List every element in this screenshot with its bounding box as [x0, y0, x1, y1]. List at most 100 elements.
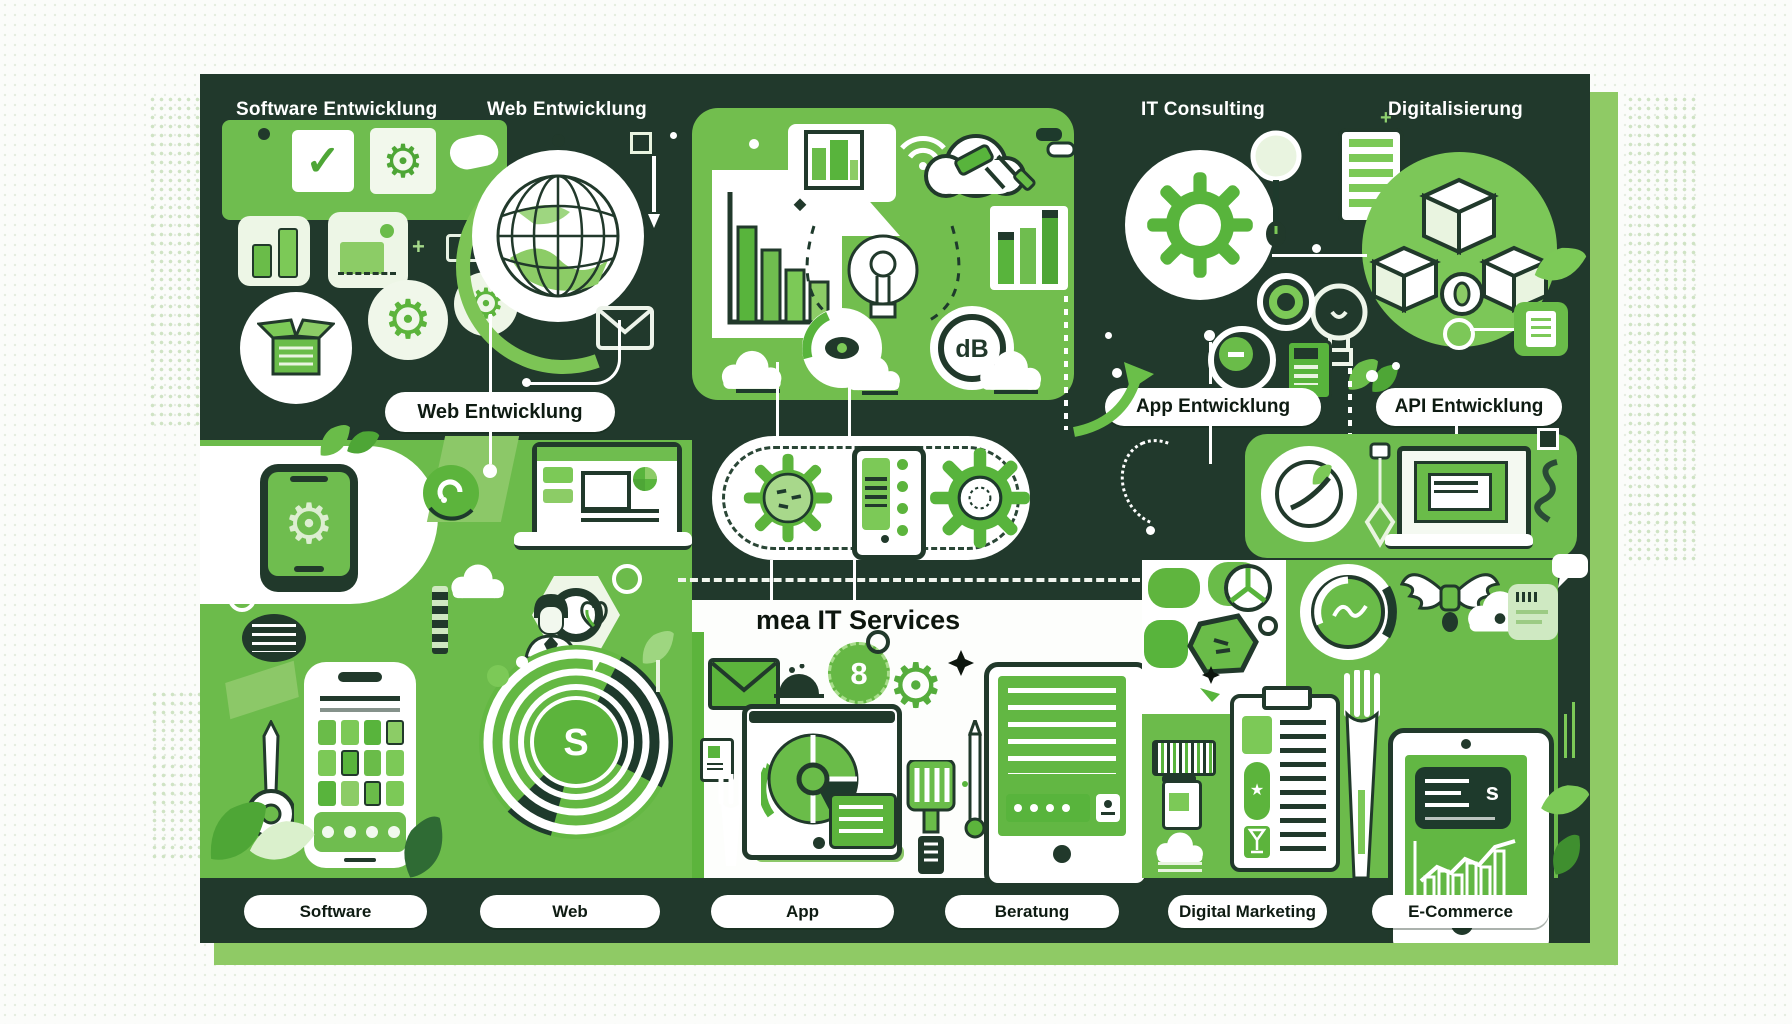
globe-circle — [472, 150, 644, 322]
pixel-line — [1516, 610, 1548, 614]
squiggle-icon — [1534, 459, 1558, 523]
tablet-dot — [897, 525, 908, 536]
checklist-clipboard: ★ — [1230, 686, 1340, 872]
connector-ring — [1443, 318, 1475, 350]
open-box-icon — [257, 318, 335, 376]
gear-circle-1: ⚙ — [368, 280, 448, 360]
green-line-deco — [1564, 714, 1567, 758]
chart-axis — [338, 272, 396, 275]
compass-plate — [1261, 446, 1357, 542]
gear-icon: ⚙ — [383, 290, 433, 350]
star-capsule: ★ — [1244, 762, 1270, 820]
tablet-home — [881, 535, 889, 543]
app-icon — [340, 780, 359, 806]
section-pill-web-entwicklung: Web Entwicklung — [385, 392, 615, 432]
gear-icon-right — [930, 448, 1030, 548]
bar — [278, 228, 298, 278]
tablet-dot — [897, 459, 908, 470]
goblet-icon — [1247, 828, 1267, 854]
pie-tablet-group — [736, 704, 906, 868]
connector-dot — [522, 378, 531, 387]
doc-mini-panel — [1096, 794, 1120, 822]
chart-dot — [380, 224, 394, 238]
barcode-tile — [1152, 740, 1216, 776]
drop-line — [489, 314, 492, 464]
bottom-pill-digital-marketing: Digital Marketing — [1168, 895, 1327, 928]
deco-dot — [670, 132, 677, 139]
dot-patch-left-bottom — [150, 690, 202, 860]
jar-icon — [1162, 775, 1202, 830]
heart-leaf-icon — [580, 601, 608, 630]
plus-sparkle: + — [1380, 107, 1392, 129]
window-lines — [1434, 481, 1478, 493]
header-label-software-entwicklung: Software Entwicklung — [236, 99, 438, 120]
plate-ring — [1275, 460, 1343, 528]
deco-dot — [1105, 332, 1112, 339]
deco-dot — [552, 134, 565, 147]
check-icon: ✓ — [305, 137, 341, 184]
cubes-3d-icon — [1369, 177, 1551, 316]
header-label-it-consulting: IT Consulting — [1141, 99, 1265, 120]
capsule-tablet — [852, 446, 926, 560]
laptop-base — [514, 532, 692, 550]
doc-toolbar — [1006, 794, 1090, 822]
card-line — [1425, 779, 1469, 783]
connector-dot — [1204, 330, 1215, 341]
connector-vline — [1209, 426, 1212, 464]
plus-sparkle: + — [412, 234, 425, 259]
badge-lines — [707, 763, 723, 771]
capsule-top-line-1 — [776, 362, 779, 436]
dark-square — [1537, 428, 1559, 450]
jar-lid — [1162, 775, 1196, 783]
check-tile-dotted — [1242, 716, 1272, 754]
tablet-dot — [897, 503, 908, 514]
consulting-panel — [1245, 428, 1577, 558]
pendant-icon — [1364, 442, 1396, 548]
leaves-pair-icon — [1348, 358, 1400, 392]
gear-icon: ⚙ — [382, 135, 424, 187]
app-icon — [318, 780, 336, 806]
dark-card: s — [1415, 767, 1511, 829]
phone-line — [320, 696, 400, 701]
green-envelope-icon — [708, 658, 780, 710]
dot-patch-left — [148, 95, 202, 430]
badge-pixel — [708, 746, 720, 758]
analytics-screen: s — [1405, 755, 1527, 907]
phone-notch — [338, 672, 382, 682]
deco-dot — [1312, 244, 1321, 253]
cloud-small — [446, 562, 510, 600]
toolbar-dot — [1014, 804, 1022, 812]
pen-line — [652, 156, 656, 212]
bottom-pill-label: App — [785, 901, 820, 921]
cloche-icon — [774, 664, 824, 698]
app-icon — [340, 720, 359, 746]
app-phone-dark: ⚙ — [260, 464, 358, 592]
green-line-deco — [1572, 702, 1575, 758]
glass-tile — [1244, 826, 1270, 858]
toolbar-dot — [1046, 804, 1054, 812]
deco-dot — [1146, 526, 1155, 535]
consulting-gear-circle — [1125, 150, 1275, 300]
deco-hline — [1272, 254, 1367, 257]
dark-ring — [866, 630, 890, 654]
chat-bubble-icon — [1552, 554, 1588, 588]
speed-dial: S — [479, 645, 673, 839]
big-fork-icon — [1344, 670, 1380, 880]
minus-circle-icon — [1208, 326, 1276, 394]
browser-sidebar-2 — [543, 489, 573, 503]
leaf-pen-icon — [1290, 464, 1332, 511]
phone-line — [320, 708, 400, 712]
document-tile — [1514, 302, 1568, 356]
cloud-lock-icon — [1462, 588, 1538, 634]
green-curve-arrow — [1072, 362, 1154, 437]
blob-stripes — [252, 624, 296, 652]
dot-patch-right — [1626, 95, 1696, 565]
growth-chart — [1413, 839, 1516, 899]
bottom-pill-label: Web — [552, 901, 588, 921]
pale-tablet-tile — [1508, 584, 1558, 640]
pie-tablet — [742, 704, 902, 860]
section-pill-api-entwicklung: API Entwicklung — [1376, 388, 1562, 426]
card-line — [1425, 803, 1469, 807]
color-wheel-icon — [633, 467, 657, 491]
card-line — [1425, 791, 1461, 795]
